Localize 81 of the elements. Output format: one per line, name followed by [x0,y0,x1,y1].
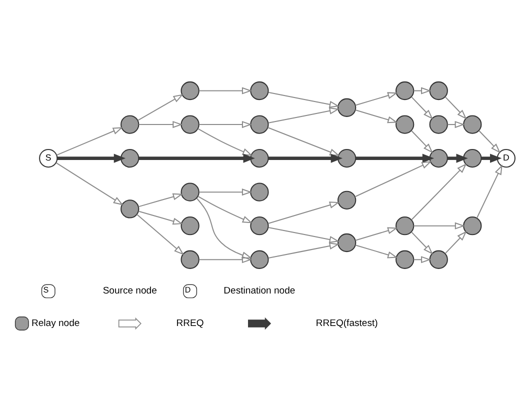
arrow [354,244,398,258]
node-circle [250,81,268,100]
node-circle [462,216,482,236]
arrow [138,193,183,208]
arrow [197,128,252,156]
arrow [267,202,340,224]
arrow [198,87,252,94]
legend-label: RREQ(fastest) [315,318,378,330]
node-circle [428,250,448,269]
node-circle [462,148,482,168]
arrow [413,87,431,94]
legend-label: RREQ [176,318,204,330]
node-circle [180,250,199,269]
node-circle [180,81,199,100]
arrow [56,154,126,163]
arrow [444,96,466,120]
arrow [444,230,466,254]
node-circle [250,115,268,134]
arrow [268,242,340,259]
node-circle [250,182,268,202]
arrow [413,256,431,264]
arrow [354,161,432,198]
node-circle [250,250,268,269]
arrow [354,227,398,241]
arrow [138,210,183,225]
node-circle [250,148,268,168]
node-circle: D [496,148,515,168]
node-circle [337,98,356,117]
arrow [198,256,252,264]
arrow [268,92,340,108]
node-circle [337,190,356,210]
node-circle [120,148,139,168]
arrow [268,107,340,124]
label: D [184,286,190,295]
arrow [198,188,252,196]
arrow [354,92,398,106]
arrow [56,127,123,156]
arrow [55,162,123,206]
node-circle [395,81,414,100]
node-circle [395,115,414,134]
node-circle [120,115,139,134]
node-circle: S [38,148,58,168]
node-circle [428,148,448,168]
arrow [410,163,466,220]
node-circle [250,216,268,236]
arrow [410,130,433,154]
node-circle [180,216,199,236]
arrow [410,96,433,120]
label: S [42,286,48,295]
arrow [268,226,340,243]
arrow [355,154,434,163]
arrow [410,232,433,255]
arrow [447,154,468,163]
node-circle [462,115,482,134]
legend-label: Destination node [223,286,295,297]
arrow [138,120,182,128]
legend-label: Relay node [30,318,80,330]
arrow [267,127,340,156]
node-circle [428,115,448,134]
node-circle [180,182,199,202]
arrow [476,164,502,218]
node-circle [337,148,356,168]
node-circle [180,115,199,134]
node-circle [395,250,414,269]
arrow [268,154,342,163]
arrow [447,120,464,128]
arrow [413,222,465,230]
arrow [354,110,398,124]
node-circle [395,216,414,236]
arrow [196,198,252,258]
legend-label: Source node [102,286,156,297]
arrow [136,214,184,256]
node-circle [120,200,139,218]
arrow [480,154,502,163]
arrow [138,154,254,163]
arrow [197,196,252,224]
node-circle [428,81,448,100]
arrow [478,130,500,154]
node-circle [337,233,356,252]
arrow [137,94,183,121]
arrow [198,120,252,128]
